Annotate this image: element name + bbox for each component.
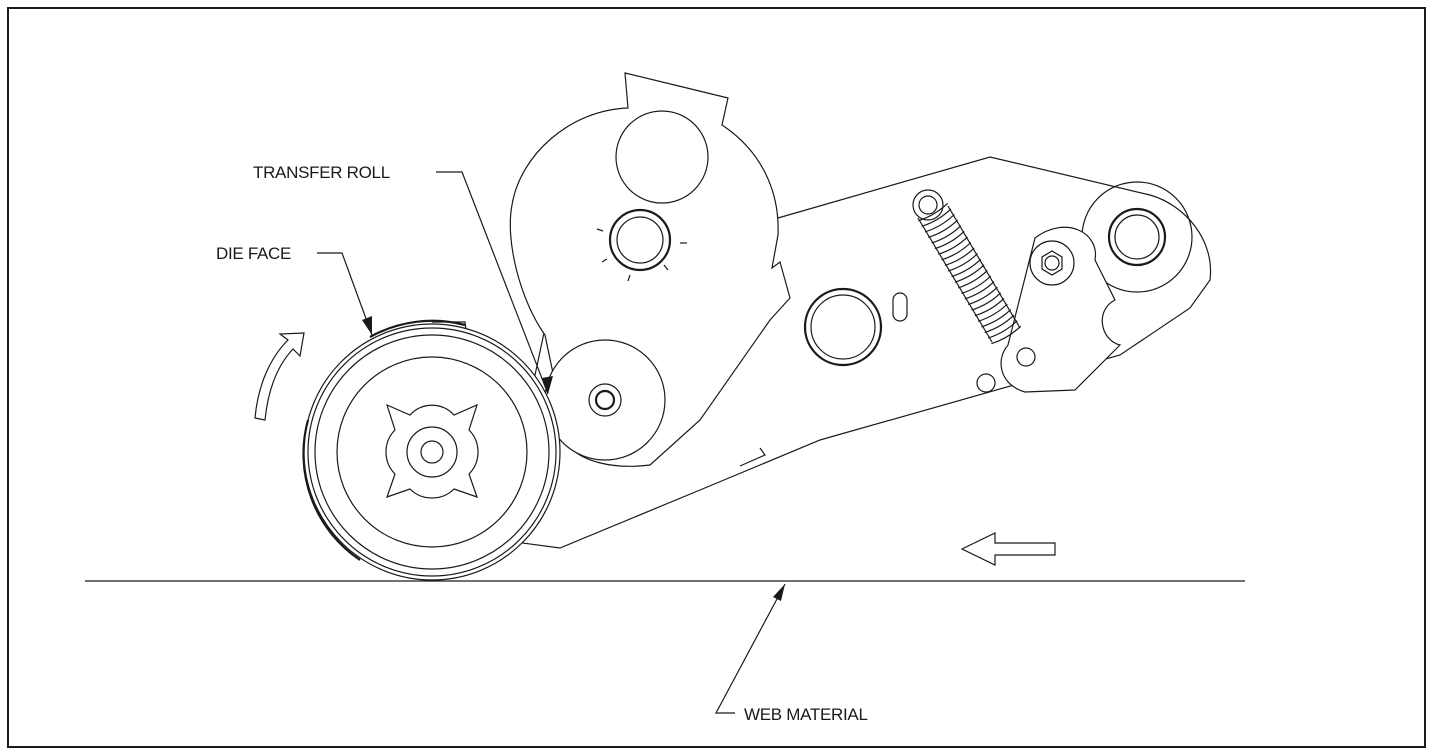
middle-pivot-inner	[810, 294, 876, 360]
upper-pivot-outer	[608, 208, 672, 272]
pivot-tick-marks	[596, 228, 687, 282]
transfer-roll	[544, 339, 666, 461]
web-material-arrowhead	[773, 584, 785, 601]
die-hub-spider	[385, 403, 479, 499]
transfer-roll-leader	[436, 171, 549, 395]
web-material-leader	[714, 583, 786, 714]
right-pivot-inner	[1114, 214, 1160, 260]
die-face-leader	[317, 252, 373, 336]
hex-bolt-socket	[1044, 255, 1060, 271]
hex-bolt-head	[1041, 250, 1063, 276]
hex-bolt-boss	[1029, 240, 1075, 286]
web-direction-arrow	[960, 532, 1056, 566]
drawing-frame	[7, 7, 1426, 748]
middle-pivot-outer	[803, 287, 883, 367]
right-pivot-outer	[1107, 207, 1167, 267]
die-face-label: DIE FACE	[216, 244, 291, 263]
arm-small-hole	[976, 373, 996, 393]
side-plate-hole	[1016, 347, 1036, 367]
transfer-roll-arrowhead	[542, 376, 553, 394]
upper-housing-bore	[615, 110, 709, 204]
transfer-roll-hub-inner	[594, 389, 616, 411]
tension-spring	[912, 189, 1022, 345]
die-face-arrowhead	[362, 316, 372, 335]
transfer-roll-label: TRANSFER ROLL	[253, 163, 390, 182]
die-face-wheel	[302, 319, 561, 581]
adjust-slot	[892, 292, 908, 322]
web-material-label: WEB MATERIAL	[744, 705, 868, 724]
rotation-arrow	[254, 332, 305, 421]
arm-lower-edge	[739, 447, 766, 467]
upper-pivot-inner	[616, 216, 664, 264]
transfer-roll-hub-outer	[588, 383, 622, 417]
